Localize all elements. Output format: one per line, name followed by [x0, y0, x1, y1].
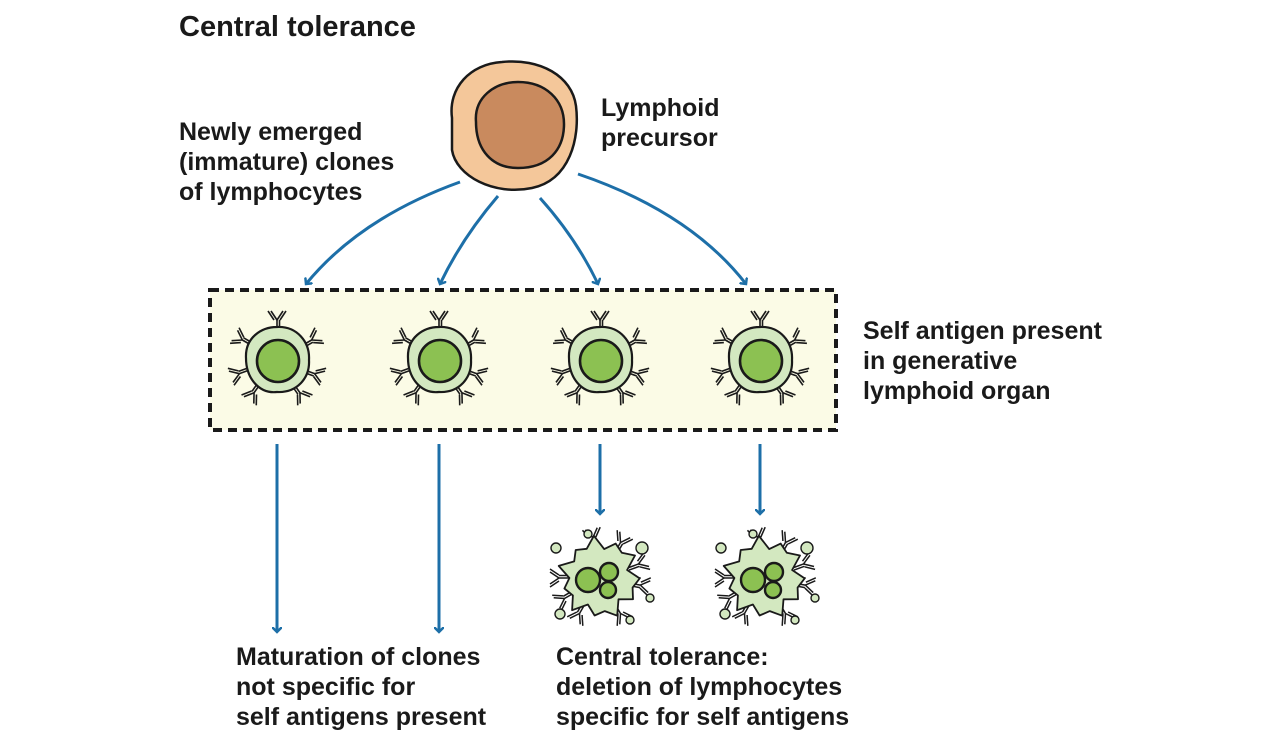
apoptotic-bleb	[551, 543, 561, 553]
apoptotic-bleb	[749, 530, 757, 538]
arrow-to-clone-2	[440, 196, 498, 284]
nuclear-fragment	[765, 582, 781, 598]
apoptotic-bleb	[636, 542, 648, 554]
lymphocyte-nucleus	[580, 340, 622, 382]
arrow-to-clone-3	[540, 198, 598, 284]
arrow-to-clone-1	[306, 182, 460, 284]
lymphocyte-nucleus	[257, 340, 299, 382]
apoptotic-lymphocyte-icon	[550, 527, 654, 626]
nuclear-fragment	[576, 568, 600, 592]
apoptotic-bleb	[716, 543, 726, 553]
apoptotic-bleb	[626, 616, 634, 624]
nuclear-fragment	[765, 563, 783, 581]
lymphocyte-nucleus	[419, 340, 461, 382]
differentiation-arrows	[306, 174, 746, 284]
precursor-nucleus	[476, 82, 564, 168]
arrow-to-clone-4	[578, 174, 746, 284]
apoptotic-bleb	[811, 594, 819, 602]
apoptotic-bleb	[791, 616, 799, 624]
nuclear-fragment	[741, 568, 765, 592]
lymphocyte-nucleus	[740, 340, 782, 382]
apoptotic-lymphocyte-icon	[715, 527, 819, 626]
apoptotic-bleb	[801, 542, 813, 554]
nuclear-fragment	[600, 563, 618, 581]
apoptotic-bleb	[584, 530, 592, 538]
apoptotic-bleb	[646, 594, 654, 602]
apoptotic-bleb	[555, 609, 565, 619]
apoptotic-bleb	[720, 609, 730, 619]
nuclear-fragment	[600, 582, 616, 598]
lymphoid-precursor-icon	[452, 61, 577, 189]
deleted-lymphocytes	[550, 527, 819, 626]
fate-arrows	[277, 444, 760, 632]
